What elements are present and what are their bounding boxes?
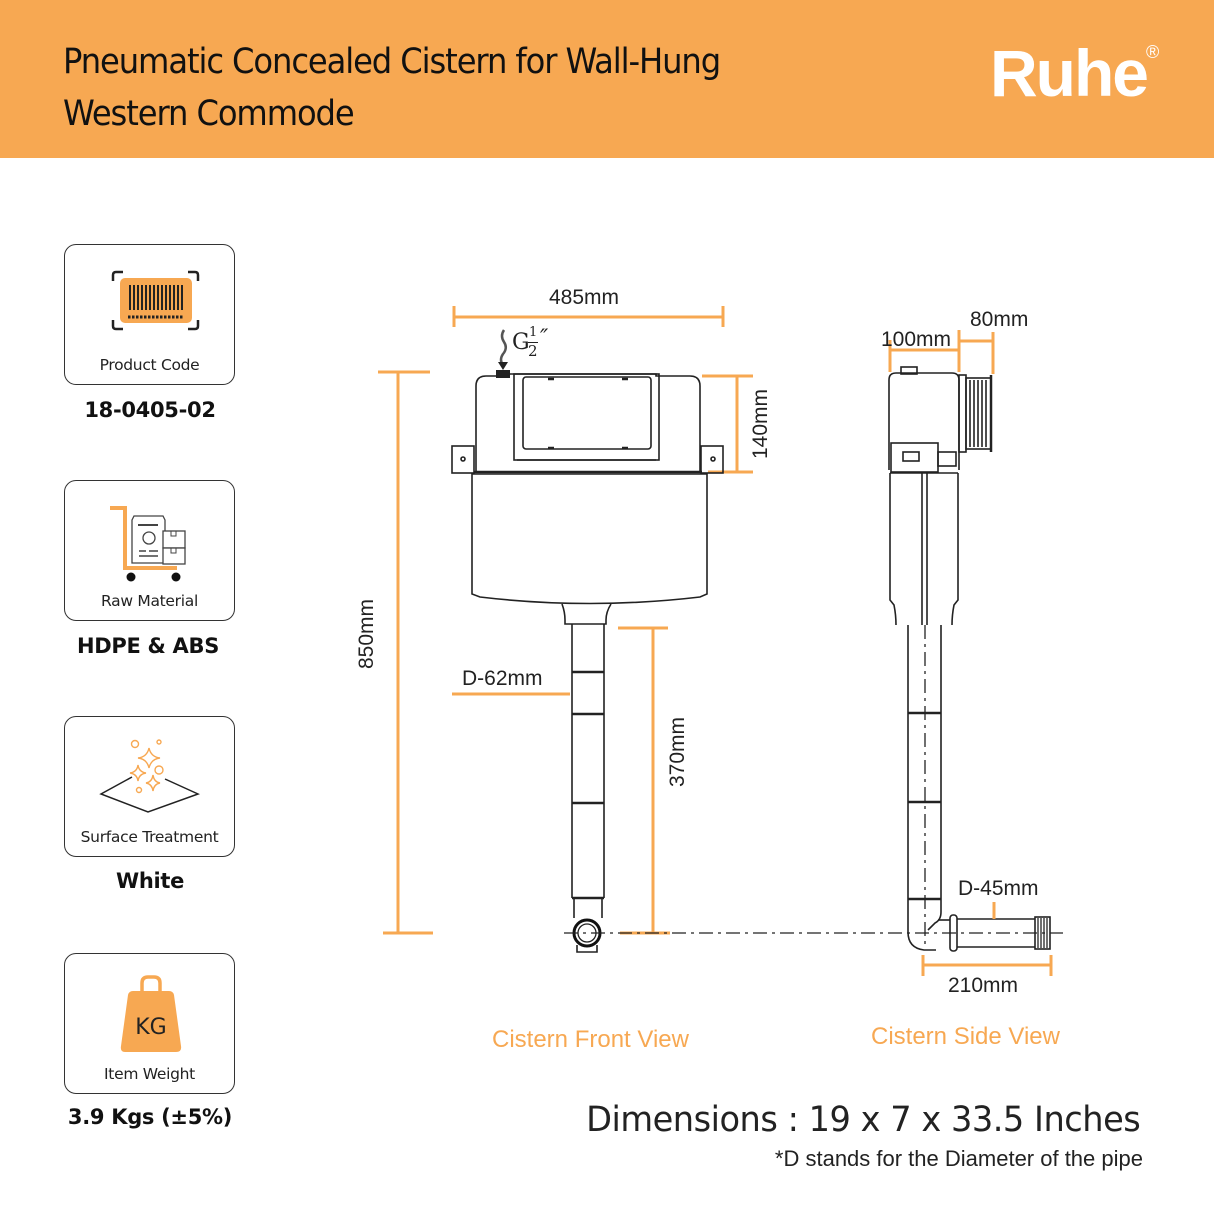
front-view-drawing [378,306,1063,953]
title-line-1: Pneumatic Concealed Cistern for Wall-Hun… [63,42,721,82]
cart-materials-icon [110,506,186,582]
fraction-bar [528,342,538,343]
outlet-diameter-45-label: D-45mm [958,877,1039,900]
spec-label: Product Code [99,356,200,374]
spec-label: Raw Material [101,592,198,610]
title-line-2: Western Commode [63,94,355,134]
side-view-caption: Cistern Side View [871,1023,1060,1050]
sparkle-surface-icon [99,739,200,813]
spec-card-item-weight: KG Item Weight [64,953,235,1094]
surface-treatment-value: White [115,869,185,893]
item-weight-value: 3.9 Kgs (±5%) [67,1105,233,1129]
depth-100-label: 100mm [881,328,952,351]
pipe-diameter-62-label: D-62mm [462,667,543,690]
overall-dimensions: Dimensions : 19 x 7 x 33.5 Inches [585,1100,1141,1140]
header-banner: Pneumatic Concealed Cistern for Wall-Hun… [0,0,1214,158]
spec-card-product-code: Product Code [64,244,235,385]
brand-name: Ruhe [990,36,1149,110]
barcode-icon [111,270,200,331]
spec-label: Item Weight [104,1065,195,1083]
front-view-caption: Cistern Front View [492,1026,689,1053]
side-view-drawing [888,330,1053,976]
weight-kg-icon: KG [120,975,182,1052]
spec-card-surface-treatment: Surface Treatment [64,716,235,857]
outlet-length-210-label: 210mm [948,974,1019,997]
diameter-footnote: *D stands for the Diameter of the pipe [774,1146,1143,1171]
height-850-label: 850mm [355,598,378,669]
svg-text:KG: KG [135,1015,166,1040]
flange-80-label: 80mm [970,308,1029,331]
spec-card-raw-material: Raw Material [64,480,235,621]
raw-material-value: HDPE & ABS [76,634,220,658]
width-485-label: 485mm [549,286,620,309]
page-title: Pneumatic Concealed Cistern for Wall-Hun… [63,36,817,140]
brand-logo: Ruhe ® [990,38,1170,108]
pipe-length-370-label: 370mm [666,716,689,787]
product-code-value: 18-0405-02 [84,398,216,422]
registered-mark: ® [1146,42,1160,62]
spec-label: Surface Treatment [80,828,219,846]
height-140-label: 140mm [749,388,772,459]
